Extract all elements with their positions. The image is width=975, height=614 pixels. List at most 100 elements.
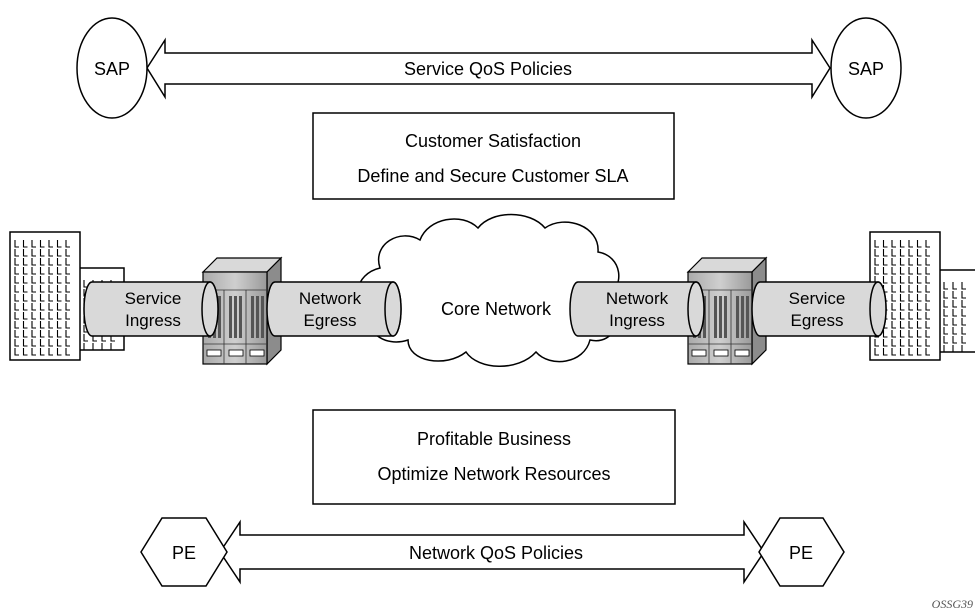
building-window <box>899 348 905 356</box>
building-window <box>31 285 36 293</box>
building-window <box>31 339 36 347</box>
service-qos-arrow <box>146 37 831 100</box>
building-window <box>908 348 913 356</box>
sap-left-ellipse <box>76 17 148 119</box>
building-window <box>92 343 97 351</box>
building-window <box>961 300 966 308</box>
building-window <box>899 276 905 284</box>
building-window <box>22 312 28 320</box>
service-qos-label: Service QoS Policies <box>404 59 572 79</box>
building-window <box>925 330 930 338</box>
customer-building-right <box>869 231 975 361</box>
building-window <box>65 285 70 293</box>
building-window <box>891 312 896 320</box>
building-window <box>22 348 28 356</box>
building-window <box>22 303 28 311</box>
building-window <box>891 258 896 266</box>
building-window <box>48 312 53 320</box>
building-window <box>48 330 53 338</box>
building-window <box>874 267 879 275</box>
building-window <box>14 330 19 338</box>
building-window <box>56 294 62 302</box>
building-window <box>39 258 45 266</box>
building-window <box>56 285 62 293</box>
building-window <box>31 348 36 356</box>
building-window <box>899 312 905 320</box>
building-window <box>908 312 913 320</box>
building-window <box>882 348 888 356</box>
building-window <box>899 303 905 311</box>
building-window <box>39 321 45 329</box>
building-window <box>943 309 948 317</box>
building-window <box>916 240 922 248</box>
building-window <box>882 330 888 338</box>
service-egress-label-1: Service <box>789 289 846 308</box>
customer-satisfaction-box <box>312 112 675 200</box>
building-window <box>925 294 930 302</box>
building-window <box>14 348 19 356</box>
building-window <box>22 339 28 347</box>
building-window <box>101 343 106 351</box>
building-window <box>891 303 896 311</box>
building-window <box>952 318 957 326</box>
building-window <box>925 348 930 356</box>
building-window <box>908 285 913 293</box>
building-window <box>952 300 957 308</box>
building-window <box>891 321 896 329</box>
building-window <box>14 240 19 248</box>
building-window <box>65 303 70 311</box>
building-window <box>916 303 922 311</box>
network-egress-label-1: Network <box>299 289 362 308</box>
building-window <box>961 309 966 317</box>
pe-right-hexagon <box>758 517 845 587</box>
building-window <box>14 285 19 293</box>
building-window <box>899 258 905 266</box>
building-window <box>22 240 28 248</box>
building-window <box>56 267 62 275</box>
building-window <box>943 345 948 353</box>
building-window <box>39 330 45 338</box>
building-window <box>22 276 28 284</box>
building-window <box>48 339 53 347</box>
building-window <box>31 321 36 329</box>
building-window <box>943 318 948 326</box>
building-window <box>48 348 53 356</box>
building-window <box>65 294 70 302</box>
building-window <box>916 258 922 266</box>
building-window <box>48 249 53 257</box>
building-window <box>925 249 930 257</box>
building-window <box>891 330 896 338</box>
building-window <box>14 267 19 275</box>
building-window <box>874 348 879 356</box>
building-window <box>22 321 28 329</box>
building-window <box>48 258 53 266</box>
building-window <box>14 294 19 302</box>
building-window <box>925 321 930 329</box>
building-window <box>916 339 922 347</box>
building-window <box>899 267 905 275</box>
customer-box-line1: Customer Satisfaction <box>405 131 581 151</box>
building-window <box>14 321 19 329</box>
profitable-business-box <box>312 409 676 505</box>
building-window <box>22 330 28 338</box>
building-window <box>908 249 913 257</box>
building-window <box>925 276 930 284</box>
building-window <box>916 330 922 338</box>
building-window <box>899 321 905 329</box>
building-window <box>31 312 36 320</box>
building-window <box>882 267 888 275</box>
building-window <box>22 258 28 266</box>
building-window <box>22 267 28 275</box>
building-window <box>39 303 45 311</box>
building-window <box>882 258 888 266</box>
building-window <box>22 249 28 257</box>
building-window <box>891 240 896 248</box>
building-window <box>22 294 28 302</box>
business-box-line1: Profitable Business <box>417 429 571 449</box>
building-window <box>65 249 70 257</box>
building-window <box>39 267 45 275</box>
building-window <box>65 240 70 248</box>
building-window <box>31 276 36 284</box>
building-window <box>56 258 62 266</box>
